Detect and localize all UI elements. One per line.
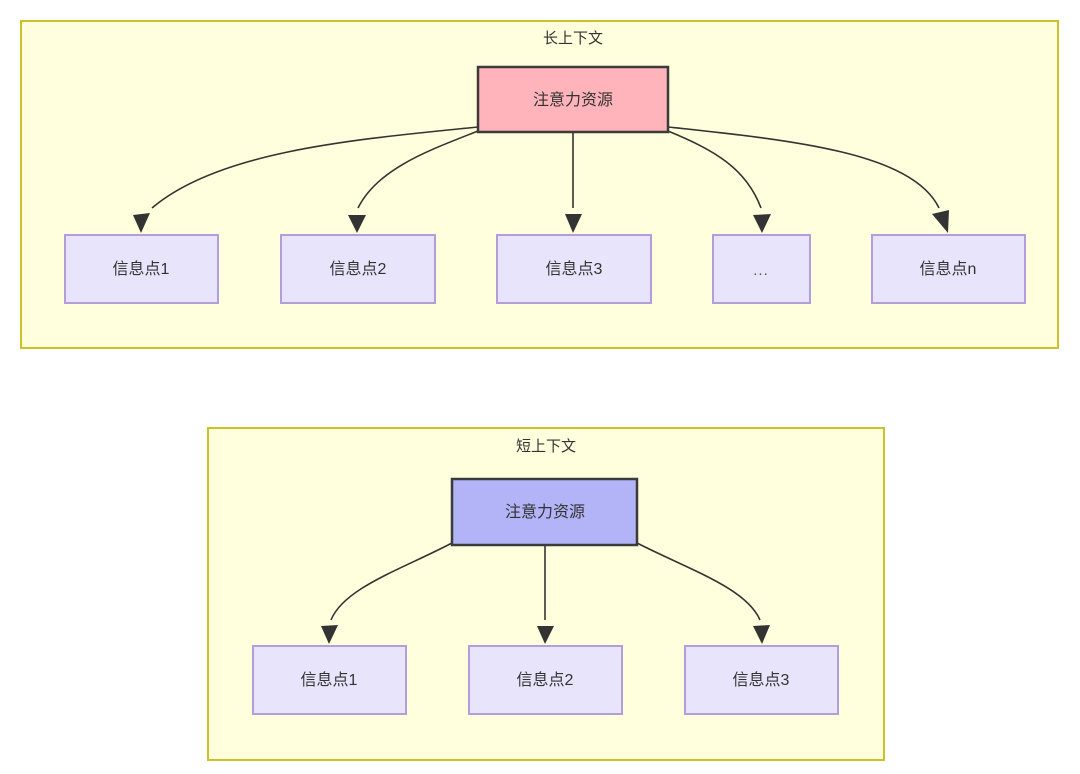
node-leaf-long-2-label: 信息点2 [330,260,387,278]
node-leaf-long-1-label: 信息点1 [113,260,170,278]
node-leaf-short-1-label: 信息点1 [301,671,358,689]
edge-short-root-to-info-1 [330,542,453,621]
edge-short-root-to-info-3 [636,542,761,621]
edge-root-to-info-2 [357,130,479,209]
edge-layer-short-context [321,542,770,644]
edge-arrowhead-short-info-2 [537,626,554,644]
node-leaf-long-3-label: 信息点3 [546,260,603,278]
edge-arrowhead-info-3 [565,214,582,233]
node-leaf-long-n-box [871,234,1026,304]
edge-arrowhead-info-2 [348,215,366,233]
group-title-short-context: 短上下文 [516,438,576,455]
node-leaf-short-3-label: 信息点3 [733,671,790,689]
node-root-long-context-label: 注意力资源 [533,90,613,109]
edge-root-to-info-ellipsis [667,130,762,209]
node-root-long-context[interactable]: 注意力资源 [476,65,670,134]
node-leaf-short-2-box [468,645,623,715]
node-leaf-long-1-box [64,234,219,304]
edge-arrowhead-info-1 [133,213,150,233]
node-leaf-short-3-box [684,645,839,715]
node-root-short-context-box [450,477,639,547]
group-long-context[interactable]: 长上下文 注意力资源 信息 [20,20,1059,349]
node-leaf-long-ellipsis-label: ... [753,262,769,279]
node-leaf-long-1[interactable]: 信息点1 [64,234,219,304]
edge-arrowhead-info-n [932,210,949,233]
node-leaf-short-3[interactable]: 信息点3 [684,645,839,715]
edge-arrowhead-info-ellipsis [753,214,771,233]
group-short-context[interactable]: 短上下文 注意力资源 信息点1 信息点 [207,427,885,761]
node-leaf-short-2[interactable]: 信息点2 [468,645,623,715]
group-title-long-context: 长上下文 [543,30,603,47]
node-leaf-short-1-box [252,645,407,715]
node-root-short-context-label: 注意力资源 [505,502,585,521]
edge-arrowhead-short-info-1 [321,625,338,644]
node-leaf-long-2-box [280,234,436,304]
node-leaf-long-3[interactable]: 信息点3 [496,234,652,304]
node-leaf-short-1[interactable]: 信息点1 [252,645,407,715]
edge-layer-long-context [133,126,949,233]
node-leaf-long-3-box [496,234,652,304]
node-leaf-short-2-label: 信息点2 [517,671,574,689]
node-leaf-long-n-label: 信息点n [920,260,977,278]
node-leaf-long-ellipsis[interactable]: ... [712,234,811,304]
edge-arrowhead-short-info-3 [753,625,770,644]
edge-root-to-info-n [667,126,940,209]
node-leaf-long-n[interactable]: 信息点n [871,234,1026,304]
node-leaf-long-2[interactable]: 信息点2 [280,234,436,304]
node-root-long-context-box [476,65,670,134]
edge-root-to-info-1 [151,126,479,209]
node-root-short-context[interactable]: 注意力资源 [450,477,639,547]
node-leaf-long-ellipsis-box [712,234,811,304]
